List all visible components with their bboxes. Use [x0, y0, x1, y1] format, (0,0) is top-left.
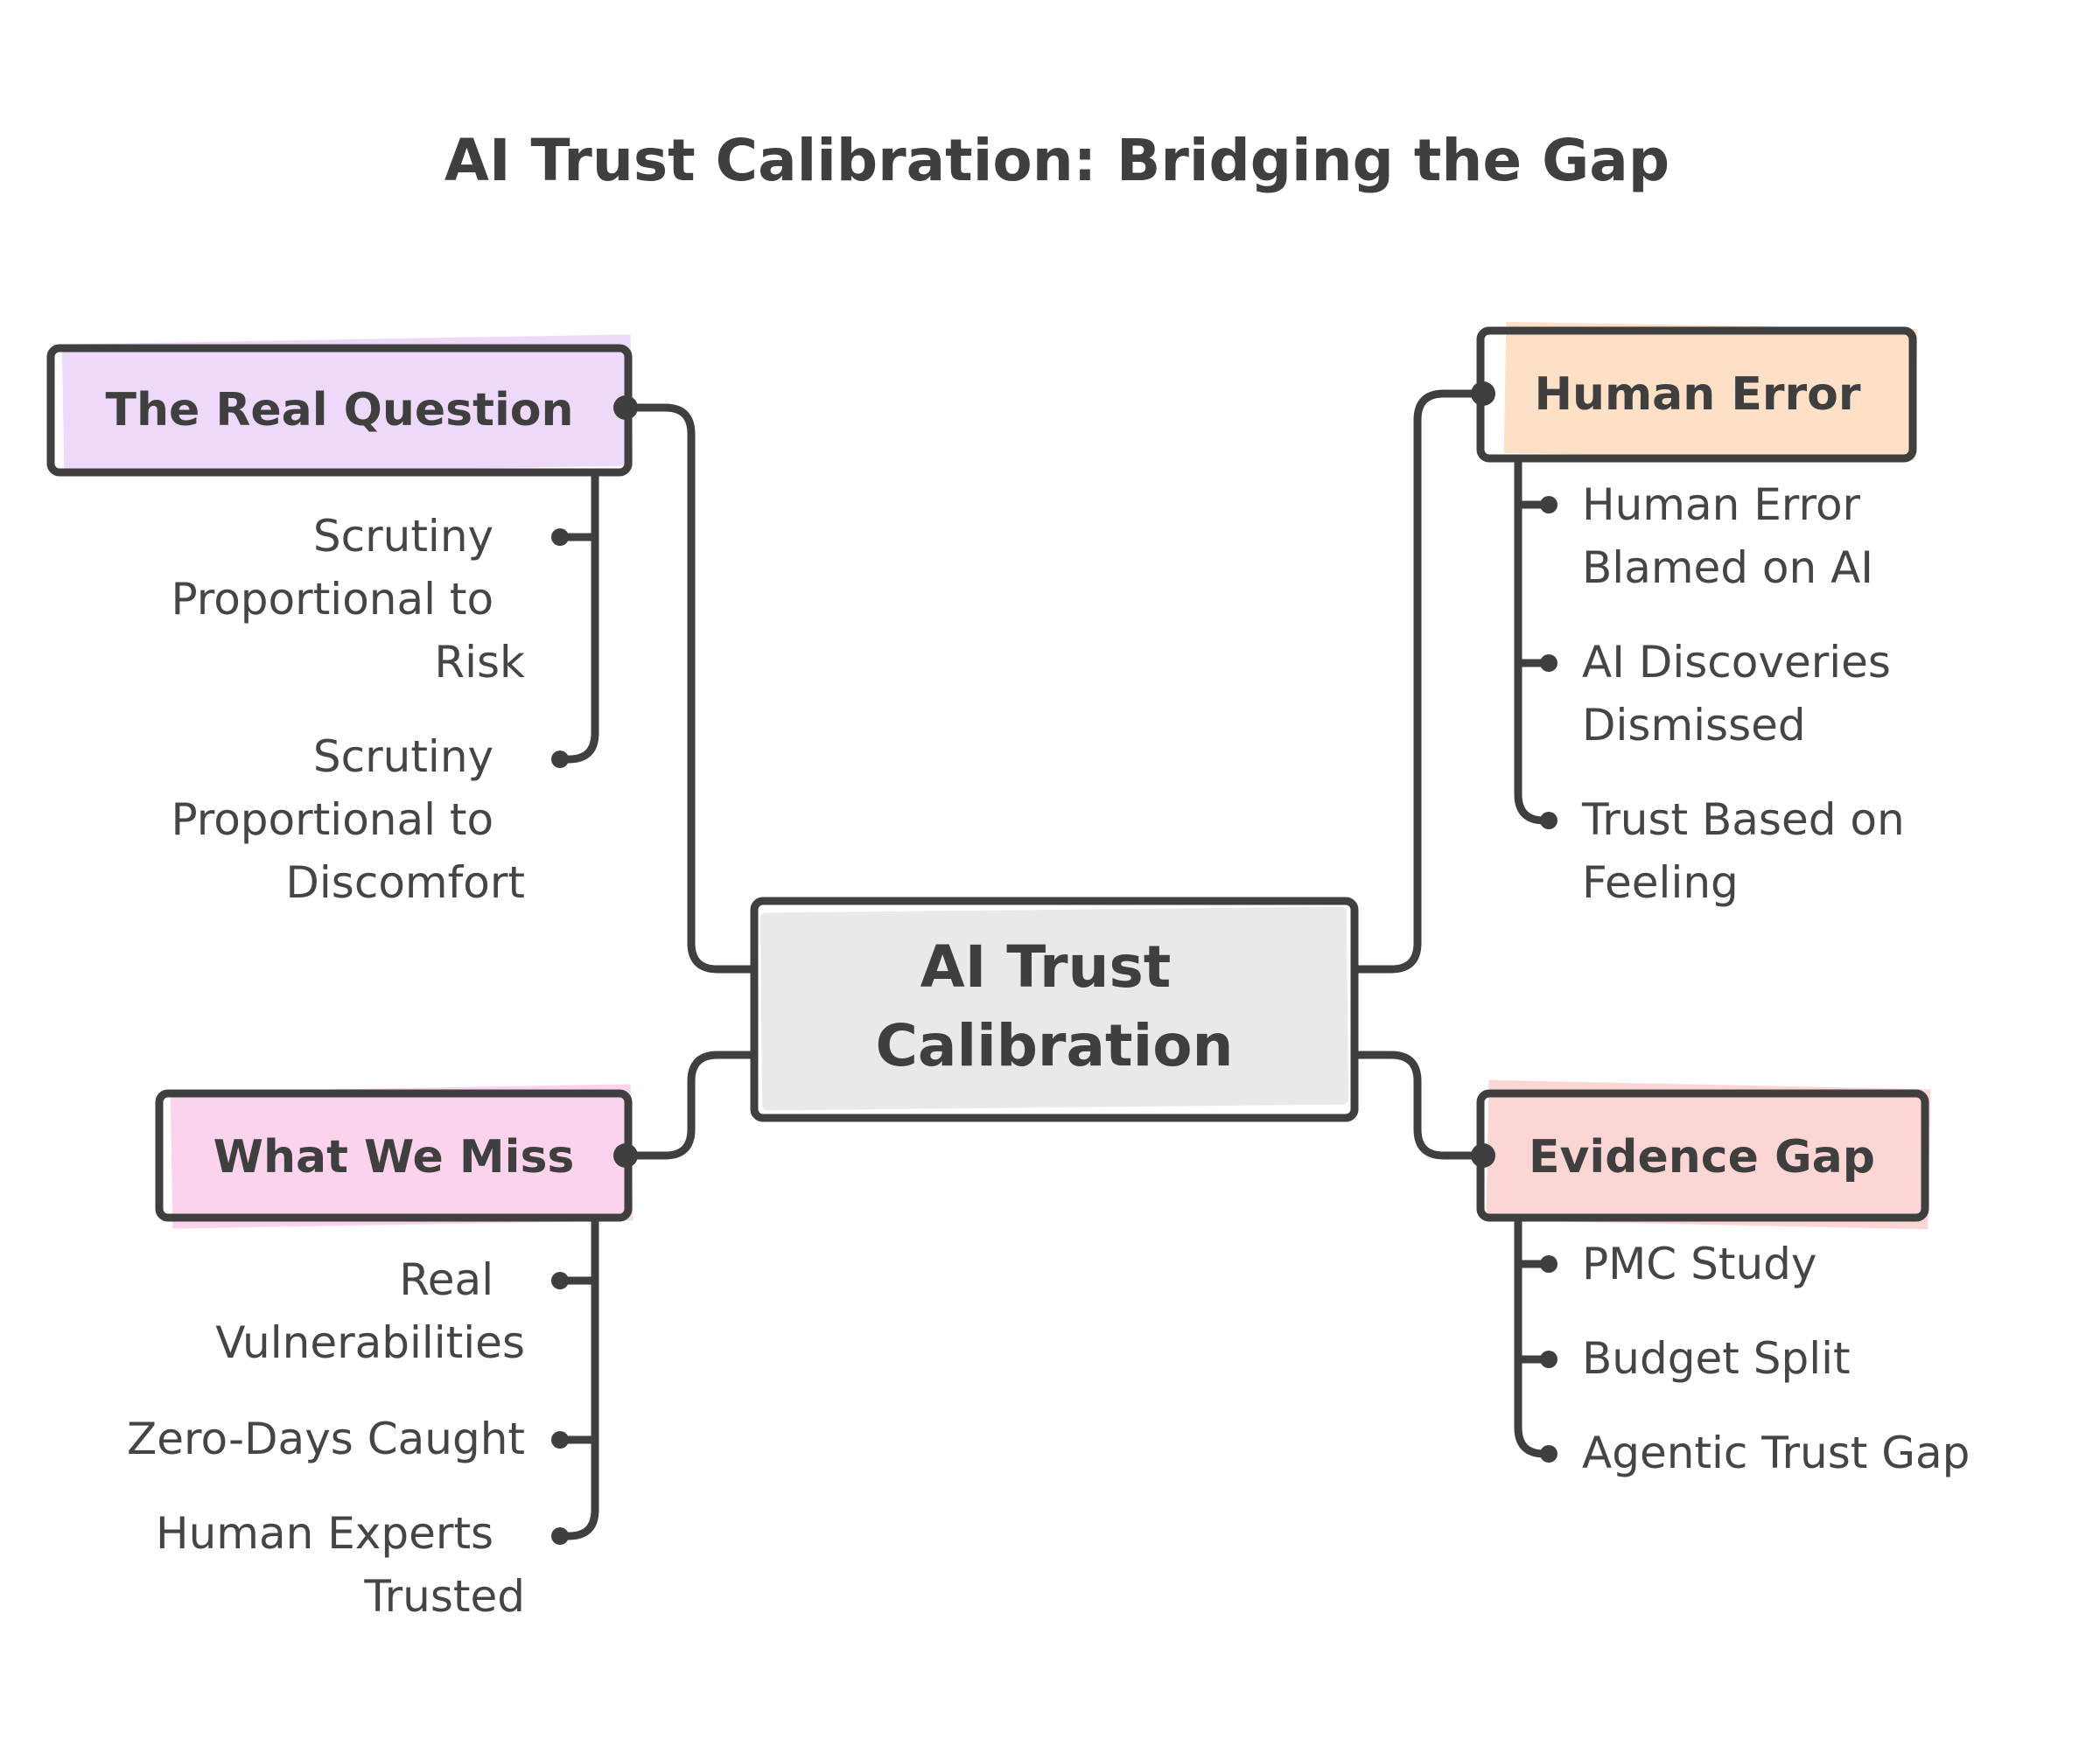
- center-node: AI Trust Calibration: [750, 897, 1359, 1122]
- connector-center-to-evidence-gap: [1352, 1051, 1488, 1160]
- center-node-border: [750, 897, 1359, 1122]
- human-error-item-2: AI Discoveries Dismissed: [1582, 637, 1905, 751]
- human-error-bullet-2: [1540, 654, 1558, 672]
- evidence-gap-item-1: PMC Study: [1582, 1239, 1816, 1289]
- branch-real-question: The Real Question Scrutiny Proportional …: [46, 334, 638, 908]
- human-error-bullet-1: [1540, 496, 1558, 513]
- evidence-gap-item-3: Agentic Trust Gap: [1582, 1428, 1970, 1478]
- real-question-bullet-1: [551, 528, 569, 546]
- center-node-label-line2: Calibration: [875, 1012, 1233, 1079]
- human-error-connector-dot: [1471, 381, 1495, 406]
- what-we-miss-bullet-2: [551, 1431, 569, 1449]
- real-question-item-1: Scrutiny Proportional to Risk: [171, 511, 525, 688]
- connector-center-to-real-question: [621, 403, 755, 974]
- real-question-connector-dot: [613, 395, 638, 420]
- real-question-bullet-2: [551, 751, 569, 768]
- real-question-fill: [61, 334, 634, 476]
- evidence-gap-fill: [1486, 1079, 1931, 1230]
- human-error-item-1: Human Error Blamed on AI: [1582, 479, 1874, 593]
- branch-evidence-gap: Evidence Gap PMC Study Budget Split Agen…: [1471, 1079, 1970, 1478]
- branch-what-we-miss: What We Miss Real Vulnerabilities Zero-D…: [127, 1084, 638, 1622]
- what-we-miss-label: What We Miss: [214, 1131, 575, 1184]
- human-error-label: Human Error: [1534, 368, 1860, 421]
- what-we-miss-bullet-1: [551, 1272, 569, 1289]
- human-error-item-3: Trust Based on Feeling: [1581, 794, 1919, 908]
- evidence-gap-connector-dot: [1471, 1143, 1495, 1168]
- connector-center-to-human-error: [1352, 389, 1488, 974]
- human-error-spine: [1514, 457, 1553, 825]
- what-we-miss-spine: [556, 1216, 599, 1540]
- what-we-miss-item-1: Real Vulnerabilities: [215, 1254, 525, 1368]
- center-node-label-line1: AI Trust: [920, 933, 1172, 1001]
- what-we-miss-item-3: Human Experts Trusted: [156, 1508, 525, 1622]
- real-question-label: The Real Question: [105, 384, 573, 436]
- connector-center-to-what-we-miss: [621, 1051, 755, 1160]
- evidence-gap-bullet-3: [1540, 1445, 1558, 1463]
- center-node-fill: [760, 906, 1349, 1111]
- branch-human-error: Human Error Human Error Blamed on AI AI …: [1471, 321, 1919, 908]
- evidence-gap-label: Evidence Gap: [1529, 1131, 1875, 1184]
- human-error-bullet-3: [1540, 812, 1558, 829]
- real-question-spine: [556, 470, 599, 764]
- evidence-gap-bullet-1: [1540, 1255, 1558, 1273]
- what-we-miss-fill: [170, 1084, 634, 1229]
- real-question-item-2: Scrutiny Proportional to Discomfort: [171, 731, 525, 908]
- what-we-miss-bullet-3: [551, 1527, 569, 1545]
- what-we-miss-connector-dot: [613, 1143, 638, 1168]
- diagram-title: AI Trust Calibration: Bridging the Gap: [444, 127, 1670, 194]
- evidence-gap-item-2: Budget Split: [1582, 1333, 1851, 1384]
- what-we-miss-item-2: Zero-Days Caught: [127, 1414, 525, 1464]
- human-error-fill: [1503, 321, 1918, 461]
- evidence-gap-spine: [1514, 1216, 1553, 1458]
- evidence-gap-bullet-2: [1540, 1351, 1558, 1368]
